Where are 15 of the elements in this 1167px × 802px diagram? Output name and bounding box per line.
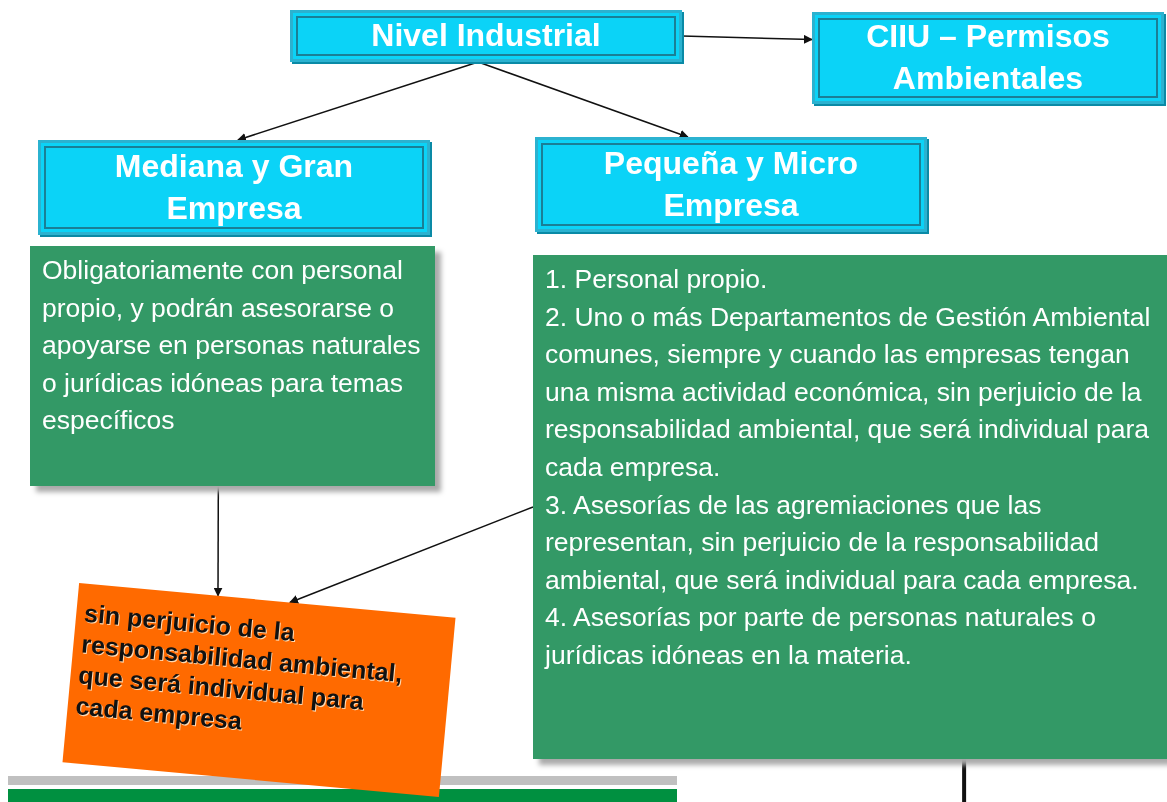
arrow <box>289 506 534 604</box>
list-item: 4. Asesorías por parte de personas naturales o jurídicas idóneas en la materia. <box>545 601 1097 672</box>
arrow <box>213 485 223 597</box>
list-item: 3. Asesorías de las agremiaciones que las representan, sin perjuicio de la responsabilidad ambiental, que será individual para cada empresa. <box>545 488 1140 597</box>
description-box: Obligatoriamente con personal propio, y podrán asesorarse o apoyarse en personas naturales o jurídicas idóneas para temas específicos <box>30 246 435 486</box>
category-box: Nivel Industrial <box>290 10 682 62</box>
description-box <box>533 255 1167 759</box>
category-box: CIIU – Permisos Ambientales <box>812 12 1164 104</box>
category-box: Mediana y Gran Empresa <box>38 140 430 235</box>
arrow <box>681 34 813 44</box>
note-box: sin perjuicio de la responsabilidad ambiental, que será individual para cada empresa <box>62 582 456 798</box>
list-item: 2. Uno o más Departamentos de Gestión Ambiental comunes, siempre y cuando las empresas tengan una misma actividad económica, sin perjuicio de la responsabilidad ambiental, que será individual para cada empresa. <box>545 300 1152 484</box>
category-box: Pequeña y Micro Empresa <box>535 137 927 232</box>
connector-line <box>962 759 967 802</box>
list-item: 1. Personal propio. <box>545 263 769 296</box>
